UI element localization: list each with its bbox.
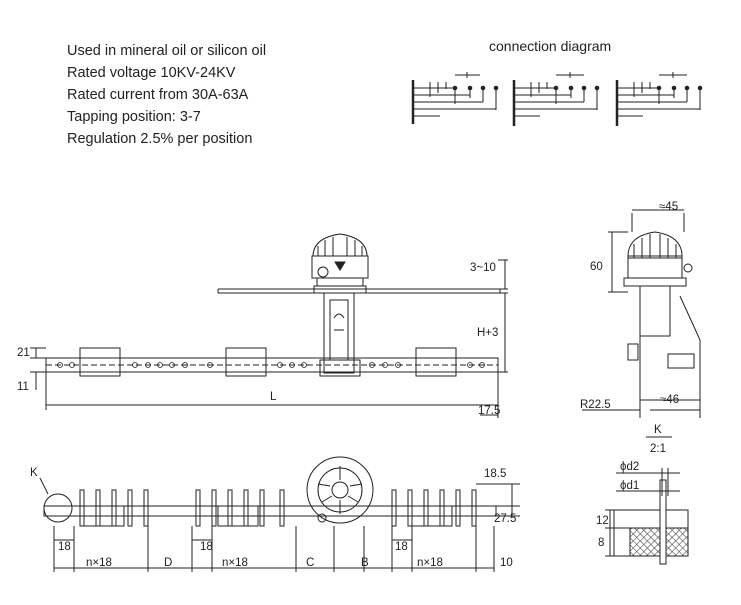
dim-17-5: 17.5 [478, 405, 500, 417]
connection-diagram-2 [512, 72, 600, 126]
detail-k-scale: 2:1 [650, 443, 666, 455]
dim-b: B [361, 557, 369, 569]
dim-8: 8 [598, 537, 604, 549]
dim-12: 12 [596, 515, 609, 527]
dim-21: 21 [17, 347, 30, 359]
connection-diagram-3 [615, 72, 703, 126]
dim-18-mid: 18 [200, 541, 213, 553]
spec-current: Rated current from 30A-63A [67, 87, 249, 103]
dim-46: ≈46 [660, 394, 679, 406]
dim-h-plus-3: H+3 [477, 327, 498, 339]
dim-10: 10 [500, 557, 513, 569]
spec-medium: Used in mineral oil or silicon oil [67, 43, 267, 59]
dim-c: C [306, 557, 314, 569]
spec-voltage: Rated voltage 10KV-24KV [67, 65, 236, 81]
dim-60: 60 [590, 261, 603, 273]
dim-18-5: 18.5 [484, 468, 506, 480]
spec-tapping: Tapping position: 3-7 [67, 109, 201, 125]
detail-k [605, 436, 689, 565]
dim-d: D [164, 557, 172, 569]
dim-r22-5: R22.5 [580, 399, 611, 411]
top-view [39, 456, 520, 572]
dim-45: ≈45 [659, 201, 678, 213]
dim-3-10: 3~10 [470, 262, 496, 274]
dim-d1: ϕd1 [620, 480, 639, 492]
dim-18-right: 18 [395, 541, 408, 553]
spec-list: Used in mineral oil or silicon oil Rated… [67, 40, 266, 150]
connection-diagram-1 [411, 72, 499, 124]
connection-diagram-title: connection diagram [489, 38, 612, 54]
dim-18-left: 18 [58, 541, 71, 553]
dim-nx18-left: n×18 [86, 557, 112, 569]
side-view [582, 209, 701, 418]
dim-27-5: 27.5 [494, 513, 516, 525]
dim-d2: ϕd2 [620, 461, 639, 473]
dim-nx18-right: n×18 [417, 557, 443, 569]
dim-nx18-mid: n×18 [222, 557, 248, 569]
dim-11: 11 [17, 381, 29, 393]
label-k: K [30, 467, 38, 479]
detail-k-title: K [654, 424, 662, 436]
front-view [30, 233, 508, 418]
spec-regulation: Regulation 2.5% per position [67, 131, 253, 147]
dim-l: L [270, 391, 277, 403]
